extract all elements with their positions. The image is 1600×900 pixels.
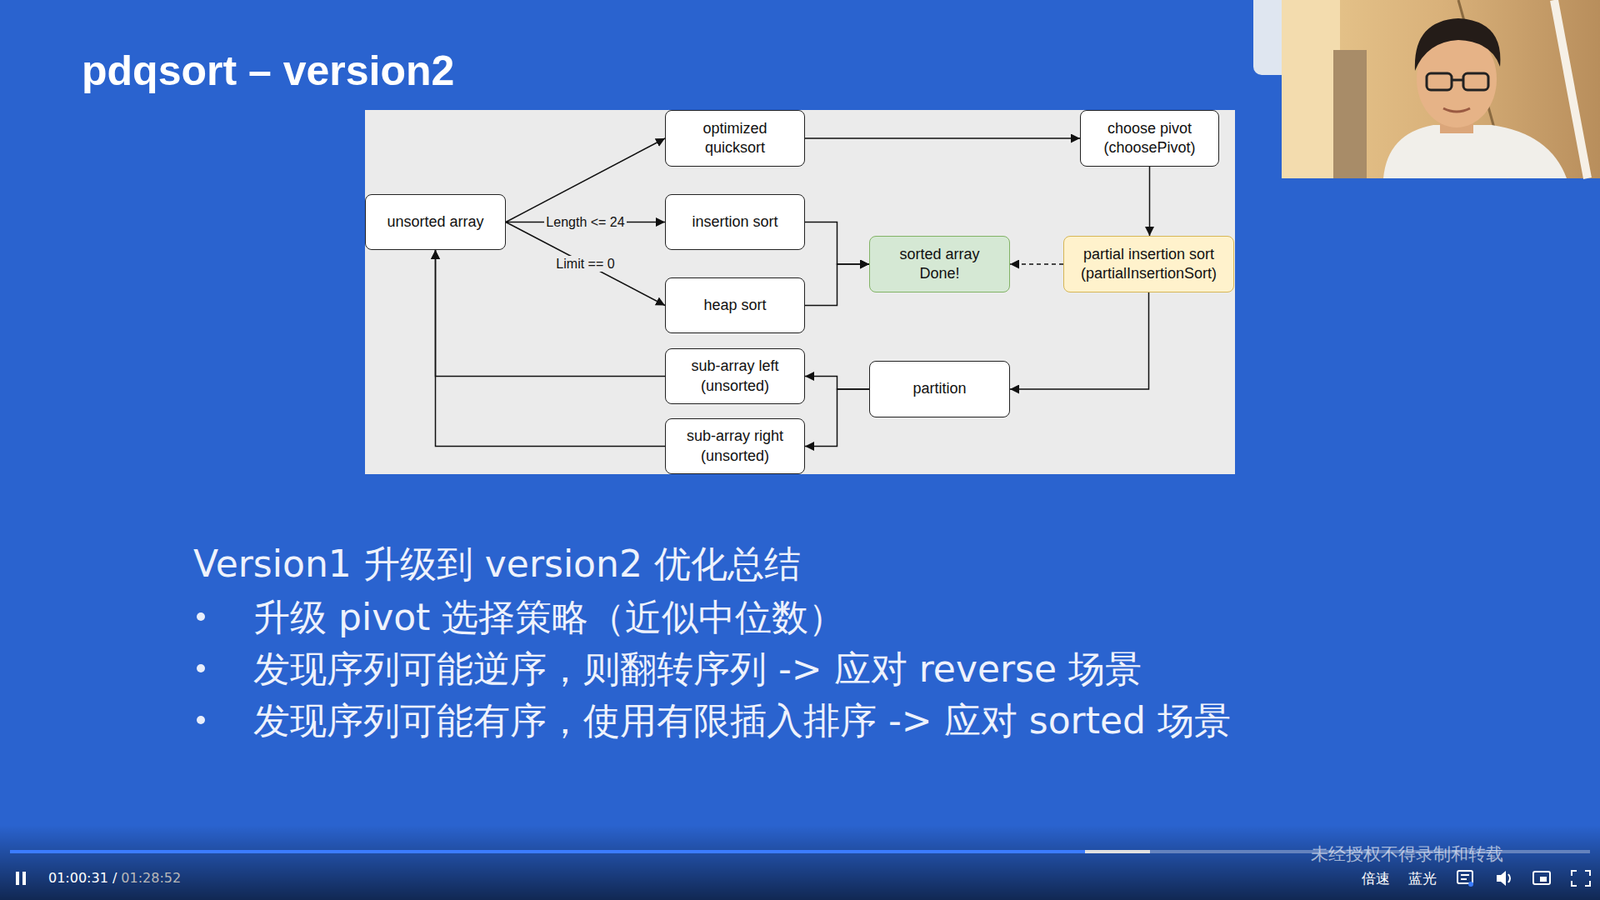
box-label: sorted array Done! [881,245,999,285]
process-box: sorted array Done! [869,235,1010,293]
box-label: partial insertion sort (partialInsertion… [1069,245,1229,285]
box-label: optimized quicksort [676,119,794,159]
connector-arrow [805,137,1080,140]
box-label: choose pivot (choosePivot) [1091,119,1209,159]
summary-heading: Version1 升级到 version2 优化总结 [193,540,801,590]
edge-label: Length <= 24 [544,214,626,230]
box-label: sub-array left (unsorted) [675,356,796,396]
current-time: 01:00:31 / [48,870,117,886]
process-box: sub-array left (unsorted) [665,348,805,405]
process-box: choose pivot (choosePivot) [1080,110,1220,167]
bullet-dot [196,715,205,725]
speed-button: 倍速 [1361,869,1390,889]
slide-title: pdqsort – version2 [81,46,455,95]
bullet-dot [196,664,205,673]
bullet-dot [196,612,205,621]
connector-arrow [1149,166,1151,236]
box-label: heap sort [703,295,766,315]
box-label: insertion sort [691,212,778,232]
connector-arrow [805,222,870,265]
process-box: partition [869,360,1010,418]
process-box: optimized quicksort [665,110,805,167]
total-time: 01:28:52 [120,870,181,886]
connector-arrow [435,250,666,447]
connector-arrow [505,222,665,306]
box-label: unsorted array [386,212,484,232]
edge-label: Limit == 0 [554,255,616,272]
connector-arrow [505,138,665,223]
connector-arrow [1010,292,1150,390]
process-box: partial insertion sort (partialInsertion… [1063,235,1235,293]
connector-arrow [1010,263,1064,265]
connector-arrow [435,250,666,377]
process-box: heap sort [665,277,805,334]
connector-arrow [805,264,870,306]
box-label: sub-array right (unsorted) [675,426,796,466]
process-box: insertion sort [665,194,805,250]
process-box: sub-array right (unsorted) [665,418,805,475]
connector-arrow [805,389,870,447]
connector-arrow [805,376,870,390]
bullet-text: 发现序列可能逆序，则翻转序列 -> 应对 reverse 场景 [253,645,1142,695]
bullet-text: 升级 pivot 选择策略（近似中位数） [253,593,845,643]
watermark: 未经授权不得录制和转载 [1310,842,1504,866]
box-label: partition [912,379,966,399]
bullet-text: 发现序列可能有序，使用有限插入排序 -> 应对 sorted 场景 [253,696,1231,746]
quality-button: 蓝光 [1408,869,1437,889]
process-box: unsorted array [365,194,506,250]
